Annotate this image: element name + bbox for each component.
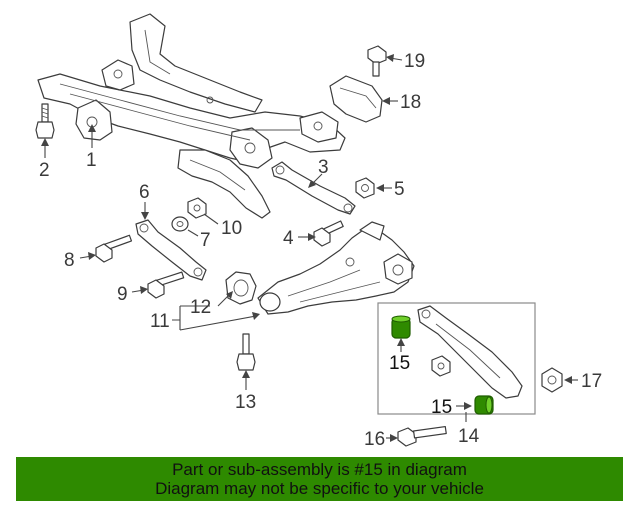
callout-8: 8	[64, 250, 75, 271]
callout-5: 5	[394, 179, 405, 200]
callout-17: 17	[581, 371, 602, 392]
bolt-part-19	[367, 45, 387, 77]
leader-lines	[41, 54, 578, 442]
subframe-part-1	[37, 13, 346, 219]
nut-part-17	[541, 367, 563, 393]
callout-15-lower: 15	[431, 397, 452, 418]
bushing-part-15-upper	[391, 315, 411, 339]
bushing-part-12	[225, 271, 257, 305]
callout-2: 2	[39, 160, 50, 181]
bushing-part-15-lower	[474, 395, 494, 415]
nut-part-10	[187, 197, 207, 219]
callout-10: 10	[221, 218, 242, 239]
bolt-part-16	[397, 425, 447, 447]
callout-6: 6	[139, 182, 150, 203]
bolt-part-13	[236, 333, 256, 371]
bolt-part-4	[313, 220, 344, 247]
callout-labels: 1 2 3 4 5 6 7 8 9 10 11 12 13 14 15 15 1…	[39, 51, 602, 450]
callout-4: 4	[283, 228, 294, 249]
washer-part-7	[171, 216, 189, 232]
inset-box	[377, 302, 536, 415]
bolt-part-2	[35, 103, 55, 139]
callout-9: 9	[117, 284, 128, 305]
info-banner: Part or sub-assembly is #15 in diagram D…	[16, 457, 623, 501]
banner-line-2: Diagram may not be specific to your vehi…	[155, 479, 484, 498]
callout-15-upper: 15	[389, 353, 410, 374]
callout-13: 13	[235, 392, 256, 413]
lateral-link-part-6	[135, 219, 207, 281]
callout-1: 1	[86, 150, 97, 171]
callout-12: 12	[190, 297, 211, 318]
link-arm-part-3	[271, 161, 356, 215]
banner-line-1: Part or sub-assembly is #15 in diagram	[172, 460, 467, 479]
callout-16: 16	[364, 429, 385, 450]
callout-11: 11	[150, 311, 170, 332]
trailing-arm-part-11	[257, 221, 415, 315]
callout-19: 19	[404, 51, 425, 72]
nut-in-inset	[431, 355, 451, 377]
bolt-part-8	[95, 234, 133, 263]
callout-3: 3	[318, 157, 329, 178]
bolt-part-9	[147, 271, 185, 299]
callout-7: 7	[200, 230, 211, 251]
callout-18: 18	[400, 92, 421, 113]
lower-arm-part-14	[417, 305, 523, 399]
bracket-part-18	[329, 75, 383, 123]
nut-part-5	[355, 177, 375, 199]
callout-14: 14	[458, 426, 480, 447]
